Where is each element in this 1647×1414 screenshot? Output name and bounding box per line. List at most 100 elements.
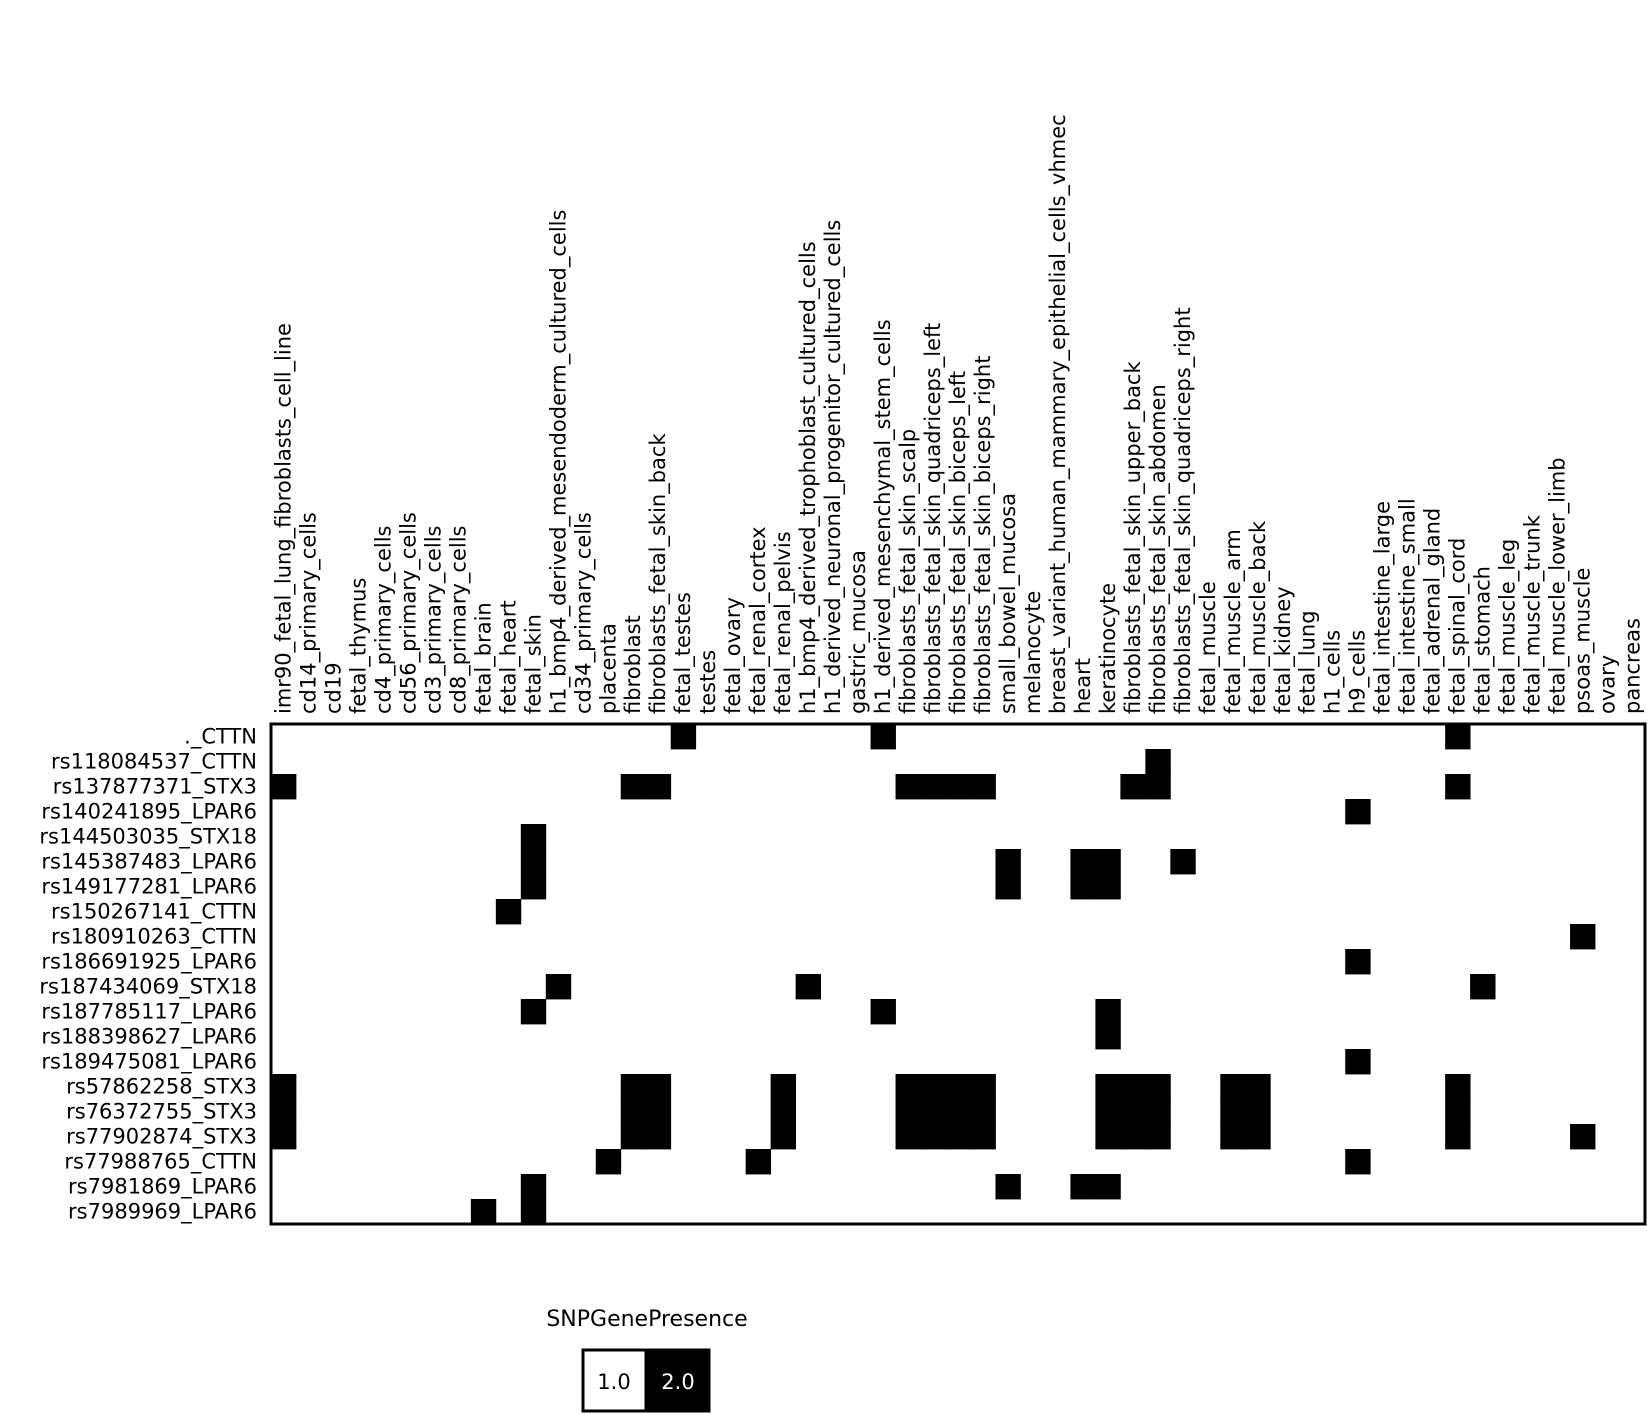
- heatmap-cell: [770, 1074, 797, 1100]
- heatmap-cell: [520, 1174, 547, 1200]
- heatmap-cell: [920, 774, 946, 800]
- heatmap-cell: [1245, 1099, 1271, 1125]
- column-label: fetal_stomach: [1471, 566, 1496, 714]
- column-label: fibroblasts_fetal_skin_back: [646, 433, 671, 714]
- heatmap-cell: [645, 1099, 672, 1125]
- heatmap-cell: [271, 1099, 297, 1125]
- row-label: rs118084537_CTTN: [51, 750, 257, 775]
- heatmap-cell: [620, 774, 647, 800]
- heatmap-cell: [1095, 1174, 1121, 1200]
- heatmap-cell: [620, 1099, 647, 1125]
- heatmap-cell: [1445, 1124, 1471, 1150]
- column-label: fibroblasts_fetal_skin_scalp: [896, 429, 921, 714]
- heatmap-cell: [1120, 1074, 1146, 1100]
- heatmap-cell: [495, 899, 522, 925]
- column-label: cd4_primary_cells: [371, 526, 396, 715]
- column-label: h1_derived_neuronal_progenitor_cultured_…: [821, 220, 846, 714]
- column-label: fetal_renal_cortex: [746, 526, 771, 714]
- column-label: fetal_heart: [496, 600, 521, 714]
- heatmap-cell: [1120, 774, 1146, 800]
- heatmap-cell: [920, 1074, 946, 1100]
- column-label: h9_cells: [1346, 630, 1371, 714]
- heatmap-cell: [520, 849, 547, 875]
- legend: SNPGenePresence 1.0 2.0: [546, 1307, 748, 1413]
- heatmap-cell: [670, 724, 697, 750]
- heatmap-cell: [1145, 1099, 1171, 1125]
- column-label: fetal_thymus: [346, 578, 371, 714]
- heatmap-cell: [1095, 999, 1121, 1025]
- column-label: placenta: [596, 623, 620, 714]
- column-label: fibroblasts_fetal_skin_biceps_left: [946, 371, 971, 714]
- heatmap-cell: [895, 1099, 921, 1125]
- heatmap-cell: [1070, 874, 1096, 900]
- heatmap-cell: [745, 1149, 772, 1175]
- heatmap-cell: [1095, 1099, 1121, 1125]
- column-label: fetal_spinal_cord: [1446, 538, 1471, 714]
- heatmap-cell: [1145, 1124, 1171, 1150]
- legend-label-present: 2.0: [661, 1370, 694, 1394]
- column-label: fetal_muscle: [1196, 581, 1221, 714]
- row-label: rs186691925_LPAR6: [41, 950, 257, 975]
- column-label: fibroblasts_fetal_skin_upper_back: [1121, 361, 1146, 714]
- column-label: fetal_intestine_small: [1396, 498, 1421, 714]
- heatmap-cell: [520, 999, 547, 1025]
- heatmap-cell: [945, 1124, 971, 1150]
- column-label: fibroblasts_fetal_skin_abdomen: [1146, 384, 1171, 714]
- column-label: ovary: [1596, 655, 1620, 714]
- column-label: cd3_primary_cells: [421, 526, 446, 715]
- heatmap-cell: [995, 874, 1021, 900]
- heatmap-cell: [1145, 1074, 1171, 1100]
- legend-label-absent: 1.0: [597, 1370, 630, 1394]
- row-label: rs144503035_STX18: [39, 825, 257, 850]
- row-label: rs188398627_LPAR6: [41, 1025, 257, 1050]
- column-label: cd8_primary_cells: [446, 526, 471, 715]
- column-label: fetal_intestine_large: [1371, 501, 1396, 714]
- heatmap-cell: [1345, 1049, 1371, 1075]
- row-label: ._CTTN: [184, 725, 257, 750]
- heatmap-cell: [895, 1074, 921, 1100]
- row-label: rs145387483_LPAR6: [41, 850, 257, 875]
- row-label: rs187785117_LPAR6: [41, 1000, 257, 1025]
- column-label: fetal_muscle_lower_limb: [1546, 457, 1571, 714]
- column-label: pancreas: [1621, 618, 1645, 714]
- heatmap-cell: [920, 1099, 946, 1125]
- heatmap-cell: [520, 874, 547, 900]
- row-label: rs189475081_LPAR6: [41, 1050, 257, 1075]
- column-label: imr90_fetal_lung_fibroblasts_cell_line: [271, 323, 296, 714]
- heatmap-cell: [645, 774, 672, 800]
- column-label: fetal_muscle_arm: [1221, 529, 1246, 714]
- row-label: rs7989969_LPAR6: [68, 1200, 257, 1225]
- heatmap-cell: [1470, 974, 1496, 1000]
- row-label: rs137877371_STX3: [53, 775, 257, 800]
- column-label: gastric_mucosa: [846, 550, 871, 714]
- column-label: fetal_kidney: [1271, 586, 1296, 714]
- heatmap-cell: [1145, 749, 1171, 775]
- heatmap-cell: [1220, 1124, 1246, 1150]
- row-labels: ._CTTNrs118084537_CTTNrs137877371_STX3rs…: [39, 725, 257, 1225]
- heatmap-cell: [970, 1099, 996, 1125]
- heatmap-cell: [1095, 849, 1121, 875]
- column-label: cd34_primary_cells: [571, 512, 596, 714]
- column-label: h1_bmp4_derived_trophoblast_cultured_cel…: [796, 241, 821, 714]
- heatmap-cell: [1345, 949, 1371, 975]
- column-label: fetal_ovary: [721, 597, 746, 714]
- heatmap-cell: [945, 1074, 971, 1100]
- column-label: h1_cells: [1321, 630, 1346, 714]
- heatmap-cell: [520, 824, 547, 850]
- column-label: psoas_muscle: [1571, 568, 1596, 714]
- heatmap-cell: [1220, 1099, 1246, 1125]
- column-label: fibroblasts_fetal_skin_quadriceps_right: [1171, 307, 1196, 714]
- heatmap-cell: [1095, 874, 1121, 900]
- row-label: rs77988765_CTTN: [64, 1150, 257, 1175]
- heatmap-cell: [970, 1074, 996, 1100]
- heatmap-cell: [520, 1199, 547, 1225]
- column-label: h1_bmp4_derived_mesendoderm_cultured_cel…: [546, 210, 571, 714]
- heatmap-cell: [1345, 1149, 1371, 1175]
- row-label: rs187434069_STX18: [39, 975, 257, 1000]
- row-label: rs7981869_LPAR6: [68, 1175, 257, 1200]
- heatmap-cell: [1445, 1099, 1471, 1125]
- heatmap-cell: [945, 1099, 971, 1125]
- heatmap-cell: [1095, 1124, 1121, 1150]
